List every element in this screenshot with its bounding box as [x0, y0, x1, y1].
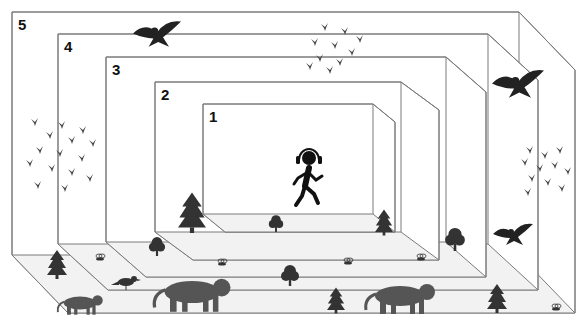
insect — [218, 259, 227, 266]
listener-figure — [294, 149, 322, 205]
round-tree — [445, 228, 465, 251]
conifer-tree — [487, 284, 507, 313]
eagle — [493, 224, 533, 245]
layer-edge — [401, 232, 439, 260]
layer-edge — [373, 104, 374, 214]
layer-shell — [203, 104, 395, 232]
jaguar — [154, 279, 230, 312]
layer-shell — [106, 57, 486, 277]
conifer-tree — [47, 250, 67, 279]
round-tree — [281, 265, 299, 286]
round-tree — [269, 215, 283, 232]
jaguar — [58, 295, 103, 315]
bird-flock — [306, 23, 363, 74]
layer-edge — [488, 244, 538, 290]
jaguar — [366, 284, 435, 314]
insect — [417, 254, 426, 261]
layer-number: 4 — [64, 39, 72, 55]
layer-floor — [155, 232, 439, 260]
layer-number: 2 — [161, 87, 169, 103]
layer-outline — [203, 104, 395, 232]
layer-border — [58, 34, 538, 290]
layer-edge — [401, 82, 402, 232]
bird-flock — [521, 146, 571, 196]
layer-number: 1 — [209, 109, 217, 125]
layer-edge — [488, 34, 489, 244]
layer-shell — [12, 12, 575, 313]
layer-shell — [155, 82, 439, 260]
layer-number: 5 — [18, 17, 26, 33]
layer-border — [12, 12, 575, 313]
layer-box: 21 — [155, 82, 439, 260]
layer-floor — [203, 214, 395, 232]
layer-border — [106, 57, 486, 277]
layer-border — [155, 82, 439, 260]
conifer-tree — [178, 192, 206, 233]
round-tree — [149, 237, 165, 256]
layer-border — [203, 104, 395, 232]
layer-number: 3 — [112, 62, 120, 78]
layer-edge — [203, 214, 373, 215]
layer-shell — [58, 34, 538, 290]
insect — [552, 304, 561, 311]
perched-bird — [111, 276, 141, 290]
layer-edge — [446, 57, 447, 242]
eagle — [492, 70, 544, 98]
insect — [96, 254, 105, 261]
conifer-tree — [375, 209, 393, 235]
layer-edge — [446, 242, 486, 277]
bird-flock — [26, 118, 96, 192]
conifer-tree — [327, 287, 345, 313]
insect — [344, 258, 353, 265]
layer-box: 1 — [203, 104, 395, 232]
eagle — [133, 21, 181, 47]
